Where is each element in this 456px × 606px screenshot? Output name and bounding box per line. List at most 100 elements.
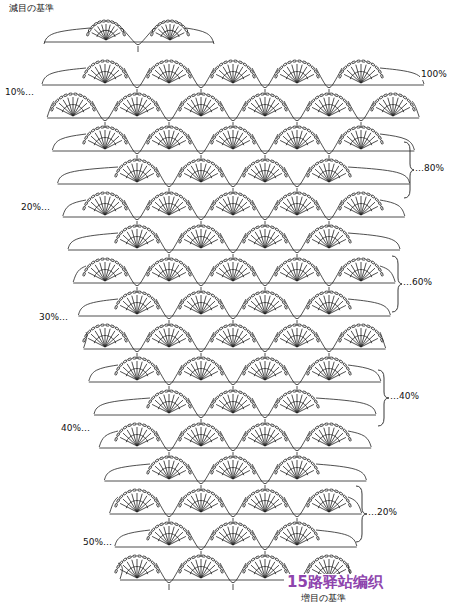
chain-stitch — [275, 426, 279, 430]
chain-stitch — [347, 195, 351, 199]
chain-stitch — [187, 96, 191, 100]
chain-stitch — [156, 569, 159, 573]
chain-stitch — [187, 228, 191, 232]
chain-stitch — [403, 96, 407, 100]
chain-stitch — [270, 94, 274, 97]
chain-stitch — [244, 498, 248, 502]
chain-stitch — [187, 360, 191, 364]
chain-stitch — [87, 198, 91, 202]
chain-stitch — [156, 107, 159, 111]
chain-stitch — [179, 569, 182, 573]
chain-stitch — [142, 160, 146, 163]
chain-stitch — [201, 93, 205, 95]
chain-stitch — [279, 297, 283, 301]
chain-stitch — [315, 360, 319, 364]
chain-stitch — [218, 498, 222, 502]
chain-stitch — [247, 528, 251, 532]
chain-stitch — [52, 102, 56, 106]
chain-stitch — [346, 168, 350, 172]
chain-stitch — [132, 357, 136, 359]
chain-stitch — [302, 193, 306, 196]
chain-stitch — [212, 531, 216, 535]
chain-stitch — [220, 371, 223, 375]
chain-stitch — [314, 267, 318, 271]
stitch-row — [42, 64, 424, 95]
chain-stitch — [260, 489, 264, 491]
chain-stitch — [206, 94, 210, 97]
stitch-row — [84, 328, 386, 359]
chain-stitch — [159, 457, 163, 460]
chain-stitch — [122, 135, 126, 139]
chain-stitch — [86, 32, 89, 36]
chain-stitch — [292, 126, 296, 128]
chain-stitch — [315, 162, 319, 166]
chain-stitch — [316, 338, 319, 342]
chain-stitch — [311, 330, 315, 334]
chain-stitch — [159, 193, 163, 196]
chain-stitch — [275, 96, 279, 100]
chain-stitch — [260, 357, 264, 359]
chain-stitch — [159, 61, 163, 64]
stitch-row — [52, 130, 414, 161]
chain-stitch — [110, 127, 114, 130]
chain-stitch — [154, 300, 158, 304]
chain-stitch — [228, 60, 232, 62]
chain-stitch — [219, 261, 223, 265]
chain-stitch — [93, 22, 97, 26]
chain-stitch — [183, 429, 187, 433]
chain-stitch — [244, 300, 248, 304]
chain-stitch — [238, 391, 242, 394]
chain-stitch — [247, 132, 251, 136]
chain-stitch — [151, 198, 155, 202]
chain-stitches — [83, 126, 384, 145]
chain-stitch — [233, 324, 237, 326]
chain-stitch — [260, 225, 264, 227]
chain-stitch — [315, 492, 319, 496]
chain-stitch — [265, 225, 269, 227]
chain-stitch — [339, 162, 343, 166]
chain-stitch — [87, 132, 91, 136]
chain-stitch — [116, 564, 120, 568]
stitch-row — [89, 361, 381, 392]
chain-stitch — [284, 569, 287, 573]
stitch-row — [63, 196, 405, 227]
chain-stitch — [247, 561, 251, 565]
chain-stitch — [251, 360, 255, 364]
stitch-row — [58, 163, 410, 194]
chain-stitch — [247, 99, 251, 103]
chain-stitch — [159, 325, 163, 328]
chain-stitch — [215, 99, 219, 103]
chain-stitch — [283, 327, 287, 331]
chain-stitch — [284, 371, 287, 375]
chain-stitch — [186, 135, 190, 139]
chain-stitch — [179, 525, 183, 529]
chain-stitch — [179, 129, 183, 133]
percent-label: 20%… — [20, 203, 51, 213]
chain-stitch — [123, 492, 127, 496]
chain-stitch — [164, 258, 168, 260]
chain-stitch — [115, 261, 119, 265]
chain-stitch — [361, 192, 365, 194]
chain-stitch — [334, 556, 338, 559]
chain-stitch — [179, 371, 182, 375]
chain-stitch — [250, 69, 254, 73]
chain-stitch — [206, 358, 210, 361]
chain-stitch — [339, 272, 342, 276]
chain-stitch — [215, 297, 219, 301]
chain-stitch — [279, 198, 283, 202]
chain-stitch — [238, 259, 242, 262]
chain-stitch — [270, 226, 274, 229]
chain-stitch — [218, 432, 222, 436]
chain-stitch — [154, 366, 158, 370]
chain-stitch — [311, 429, 315, 433]
chain-stitch — [115, 371, 118, 375]
chain-stitch — [343, 165, 347, 169]
chain-stitch — [307, 525, 311, 529]
chain-stitch — [122, 333, 126, 337]
chain-stitch — [174, 325, 178, 328]
chain-stitch — [151, 165, 155, 169]
chain-stitch — [238, 127, 242, 130]
stitch-row — [104, 460, 366, 491]
chain-stitch — [343, 66, 347, 70]
chain-stitch — [311, 396, 315, 400]
